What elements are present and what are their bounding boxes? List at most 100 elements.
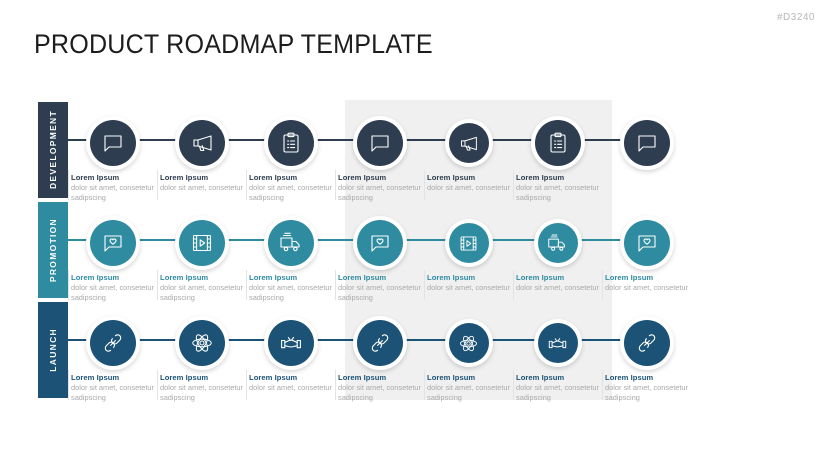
node-circle[interactable] (533, 319, 582, 367)
node-caption-title: Lorem Ipsum (160, 373, 209, 382)
node-caption-title: Lorem Ipsum (427, 373, 476, 382)
row-label-launch[interactable]: LAUNCH (38, 302, 68, 398)
node-circle[interactable] (263, 116, 318, 170)
node-caption-title: Lorem Ipsum (71, 373, 120, 382)
node-circle[interactable] (530, 116, 585, 170)
node-circle[interactable] (85, 116, 140, 170)
node-caption-title: Lorem Ipsum (249, 373, 298, 382)
caption-divider (157, 370, 158, 400)
ribbon-cutting-icon (267, 320, 314, 366)
node-caption-title: Lorem Ipsum (427, 273, 476, 282)
node-caption-body: dolor sit amet, consetetur (516, 283, 599, 292)
node-circle[interactable] (352, 216, 407, 270)
speech-bubble-icon (89, 120, 136, 166)
atom-icon (448, 323, 489, 363)
node-circle[interactable] (444, 119, 493, 167)
node-caption-title: Lorem Ipsum (338, 173, 387, 182)
node-caption-body: dolor sit amet, consetetur sadipscing (160, 383, 243, 403)
row-label-development[interactable]: DEVELOPMENT (38, 102, 68, 198)
caption-divider (335, 170, 336, 200)
node-caption-body: dolor sit amet, consetetur sadipscing (249, 183, 332, 203)
caption-divider (602, 370, 603, 400)
node-circle[interactable] (174, 216, 229, 270)
node-caption-body: dolor sit amet, consetetur sadipscing (338, 183, 421, 203)
node-circle[interactable] (85, 216, 140, 270)
film-play-icon (448, 223, 489, 263)
roadmap-node[interactable] (602, 100, 691, 200)
node-circle[interactable] (444, 219, 493, 267)
node-circle[interactable] (263, 216, 318, 270)
caption-divider (246, 270, 247, 300)
row-label-promotion[interactable]: PROMOTION (38, 202, 68, 298)
delivery-truck-icon (537, 223, 578, 263)
clipboard-checklist-icon (267, 120, 314, 166)
megaphone-icon (448, 123, 489, 163)
clipboard-checklist-icon (534, 120, 581, 166)
node-circle[interactable] (444, 319, 493, 367)
atom-icon (178, 320, 225, 366)
caption-divider (513, 170, 514, 200)
caption-divider (424, 270, 425, 300)
speech-bubble-icon (623, 120, 670, 166)
node-caption-title: Lorem Ipsum (71, 273, 120, 282)
caption-divider (68, 370, 69, 400)
node-caption-title: Lorem Ipsum (71, 173, 120, 182)
caption-divider (335, 370, 336, 400)
node-caption-body: dolor sit amet, consetetur sadipscing (71, 383, 154, 403)
node-circle[interactable] (352, 116, 407, 170)
caption-divider (602, 270, 603, 300)
node-caption-title: Lorem Ipsum (160, 173, 209, 182)
node-caption-body: dolor sit amet, consetetur sadipscing (338, 383, 421, 403)
node-circle[interactable] (174, 116, 229, 170)
row-label-text: LAUNCH (48, 328, 58, 372)
ribbon-cutting-icon (537, 323, 578, 363)
node-circle[interactable] (533, 219, 582, 267)
node-circle[interactable] (85, 316, 140, 370)
caption-divider (513, 270, 514, 300)
node-circle[interactable] (619, 216, 674, 270)
caption-divider (246, 370, 247, 400)
node-caption-title: Lorem Ipsum (605, 273, 654, 282)
node-circle[interactable] (263, 316, 318, 370)
node-caption-title: Lorem Ipsum (249, 273, 298, 282)
node-circle[interactable] (352, 316, 407, 370)
node-caption-title: Lorem Ipsum (516, 173, 565, 182)
node-circle[interactable] (619, 316, 674, 370)
node-circle[interactable] (619, 116, 674, 170)
node-caption-body: dolor sit amet, consetetur sadipscing (516, 383, 599, 403)
node-circle[interactable] (174, 316, 229, 370)
